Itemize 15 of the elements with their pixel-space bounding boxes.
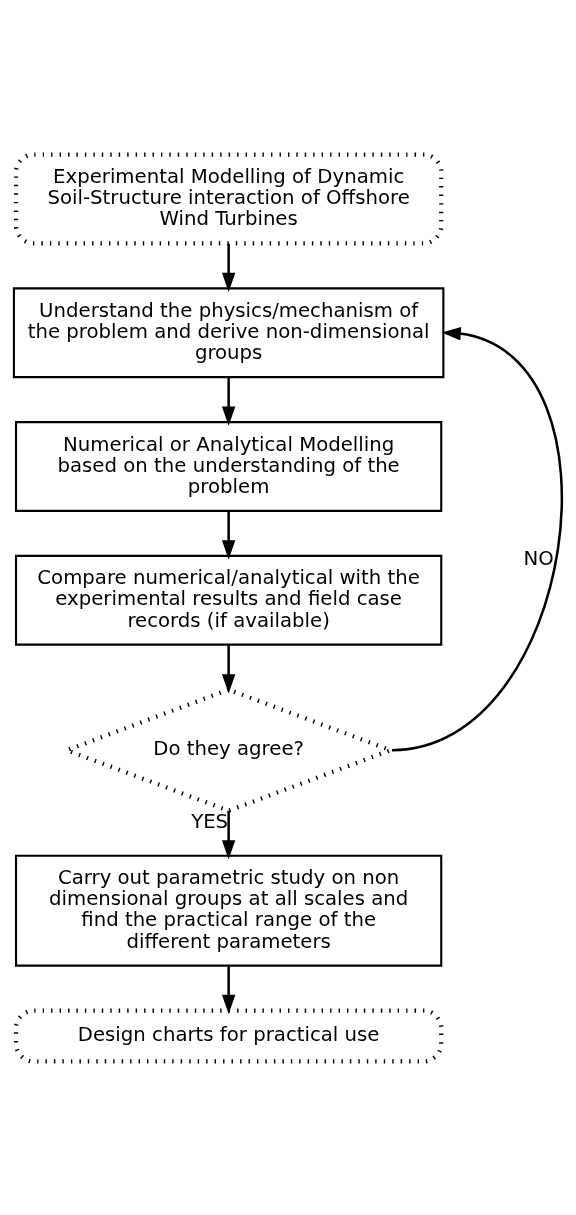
edge-label: NO	[523, 546, 554, 570]
node-box: Numerical or Analytical Modelling based on the understanding of the problem	[15, 420, 443, 512]
arrow	[221, 965, 236, 1014]
node-box: Design charts for practical use	[13, 1008, 444, 1063]
arrow	[391, 326, 564, 751]
arrow	[221, 243, 236, 292]
node-box: Compare numerical/analytical with the experimental results and field case records (if available)	[15, 554, 443, 646]
arrow	[221, 644, 236, 693]
node-box: Understand the physics/mechanism of the problem and derive non-dimensional groups	[12, 286, 445, 378]
arrow	[221, 510, 236, 559]
node-box: Carry out parametric study on non dimensional groups at all scales and find the practical range of the different parameters	[15, 854, 443, 967]
node-box: Experimental Modelling of Dynamic Soil-Structure interaction of Offshore Wind Turbines	[13, 152, 444, 245]
edge-label: YES	[191, 809, 229, 833]
arrow	[221, 810, 236, 859]
arrow	[221, 376, 236, 426]
